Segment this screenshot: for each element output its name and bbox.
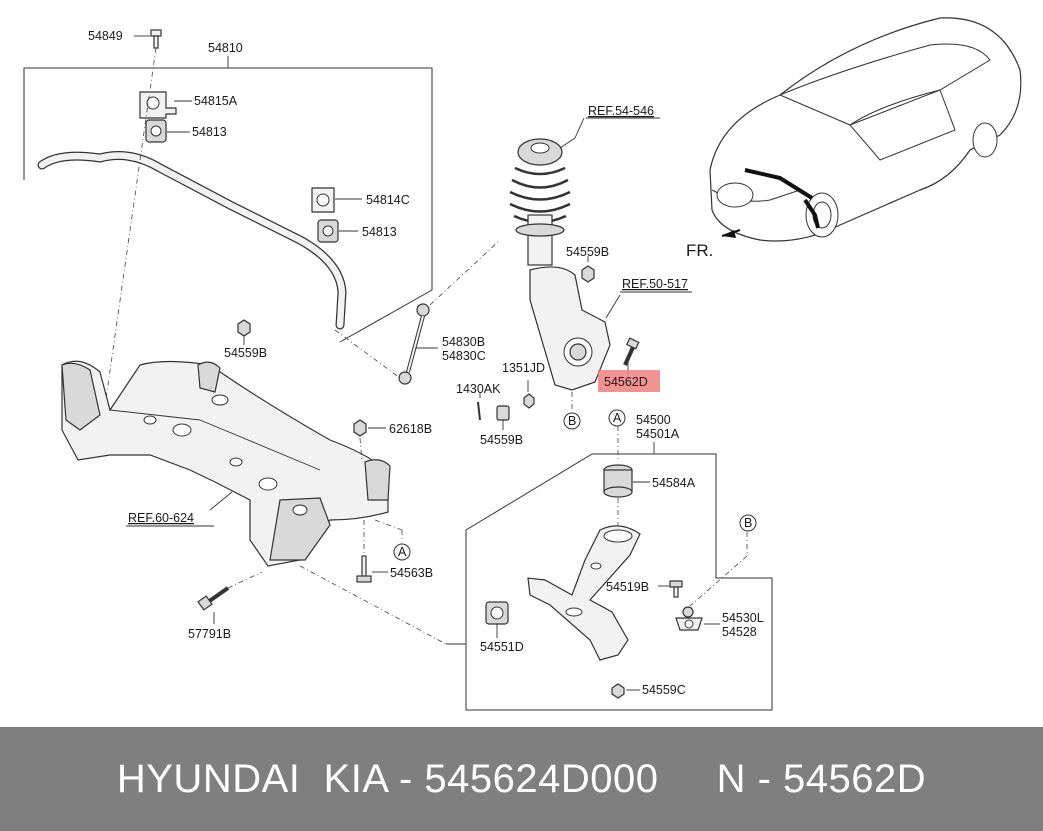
- label-54830c: 54830C: [442, 349, 486, 363]
- nut-54559c: [611, 683, 640, 699]
- label-54849: 54849: [88, 29, 123, 43]
- label-54562d-highlighted[interactable]: 54562D: [604, 375, 648, 389]
- label-54559b-knuckle: 54559B: [480, 433, 523, 447]
- vehicle-location-illustration: [709, 17, 1022, 242]
- label-57791b: 57791B: [188, 627, 231, 641]
- stabilizer-bar-group: [23, 29, 433, 421]
- highlight-54562d: [598, 370, 660, 392]
- bolt-57791b: [197, 571, 263, 624]
- bushing-bracket-54814c: [311, 187, 335, 213]
- label-1351jd: 1351JD: [502, 361, 545, 375]
- marker-b-balljoint: B: [744, 516, 752, 530]
- bushing-54813-left: [145, 119, 167, 143]
- label-54830b: 54830B: [442, 335, 485, 349]
- label-54810: 54810: [208, 41, 243, 55]
- nut-62618b: [353, 419, 386, 463]
- small-fasteners: [477, 380, 535, 430]
- lower-arm-group: [446, 426, 773, 711]
- lower-arm-box-outline: [446, 453, 773, 711]
- front-subframe: [61, 360, 391, 567]
- label-54813-right: 54813: [362, 225, 397, 239]
- label-54551d: 54551D: [480, 640, 524, 654]
- ref-knuckle[interactable]: REF.50-517: [622, 277, 688, 291]
- bolt-54563b: [356, 519, 403, 583]
- lower-control-arm: [527, 525, 641, 661]
- bushing-54813-right: [317, 219, 339, 243]
- dashed-guide-subframe-arm: [299, 565, 447, 645]
- strut-assembly: [509, 117, 585, 266]
- leader-ref-60-624: [209, 491, 233, 511]
- label-54814c: 54814C: [366, 193, 410, 207]
- marker-b-knuckle: B: [568, 414, 576, 428]
- circled-markers: A A B B: [393, 409, 757, 561]
- stabilizer-link-54830: [334, 239, 501, 385]
- marker-a-subframe: A: [398, 545, 407, 559]
- label-front-direction: FR.: [686, 241, 713, 260]
- label-54559c: 54559C: [642, 683, 686, 697]
- label-54500: 54500: [636, 413, 671, 427]
- label-54584a: 54584A: [652, 476, 696, 490]
- part-number-footer: HYUNDAI KIA - 545624D000 N - 54562D: [0, 727, 1043, 831]
- nut-54559b-strut: [581, 256, 595, 283]
- bolt-54849: [150, 29, 162, 49]
- suspension-exploded-diagram: 54849 54810 54815A 54813 54814C 54813 54…: [23, 17, 1022, 711]
- label-1430ak: 1430AK: [456, 382, 501, 396]
- label-54530l: 54530L: [722, 611, 764, 625]
- label-54501a: 54501A: [636, 427, 680, 441]
- part-number-labels: 54849 54810 54815A 54813 54814C 54813 54…: [88, 29, 764, 697]
- front-direction-arrow: [722, 230, 736, 238]
- bolt-54519b: [658, 580, 683, 598]
- label-54563b: 54563B: [390, 566, 433, 580]
- steering-knuckle: [529, 266, 621, 412]
- bushing-54551d: [485, 601, 509, 638]
- ball-joint-54530l: [675, 606, 720, 631]
- label-62618b: 62618B: [389, 422, 432, 436]
- bushing-bracket-54815a: [139, 91, 177, 119]
- label-54519b: 54519B: [606, 580, 649, 594]
- label-54559b-left: 54559B: [224, 346, 267, 360]
- ref-subframe[interactable]: REF.60-624: [128, 511, 194, 525]
- dashed-guide-54849: [102, 47, 157, 421]
- bolt-54562d: [623, 337, 640, 374]
- label-54815a: 54815A: [194, 94, 238, 108]
- label-54528: 54528: [722, 625, 757, 639]
- bushing-54584a: [603, 464, 650, 498]
- reference-labels: REF.54-546 REF.50-517 REF.60-624: [126, 104, 692, 527]
- nut-54559b-left: [237, 319, 251, 337]
- label-54559b-strut: 54559B: [566, 245, 609, 259]
- label-54813-left: 54813: [192, 125, 227, 139]
- marker-a-arm: A: [613, 411, 622, 425]
- ref-strut[interactable]: REF.54-546: [588, 104, 654, 118]
